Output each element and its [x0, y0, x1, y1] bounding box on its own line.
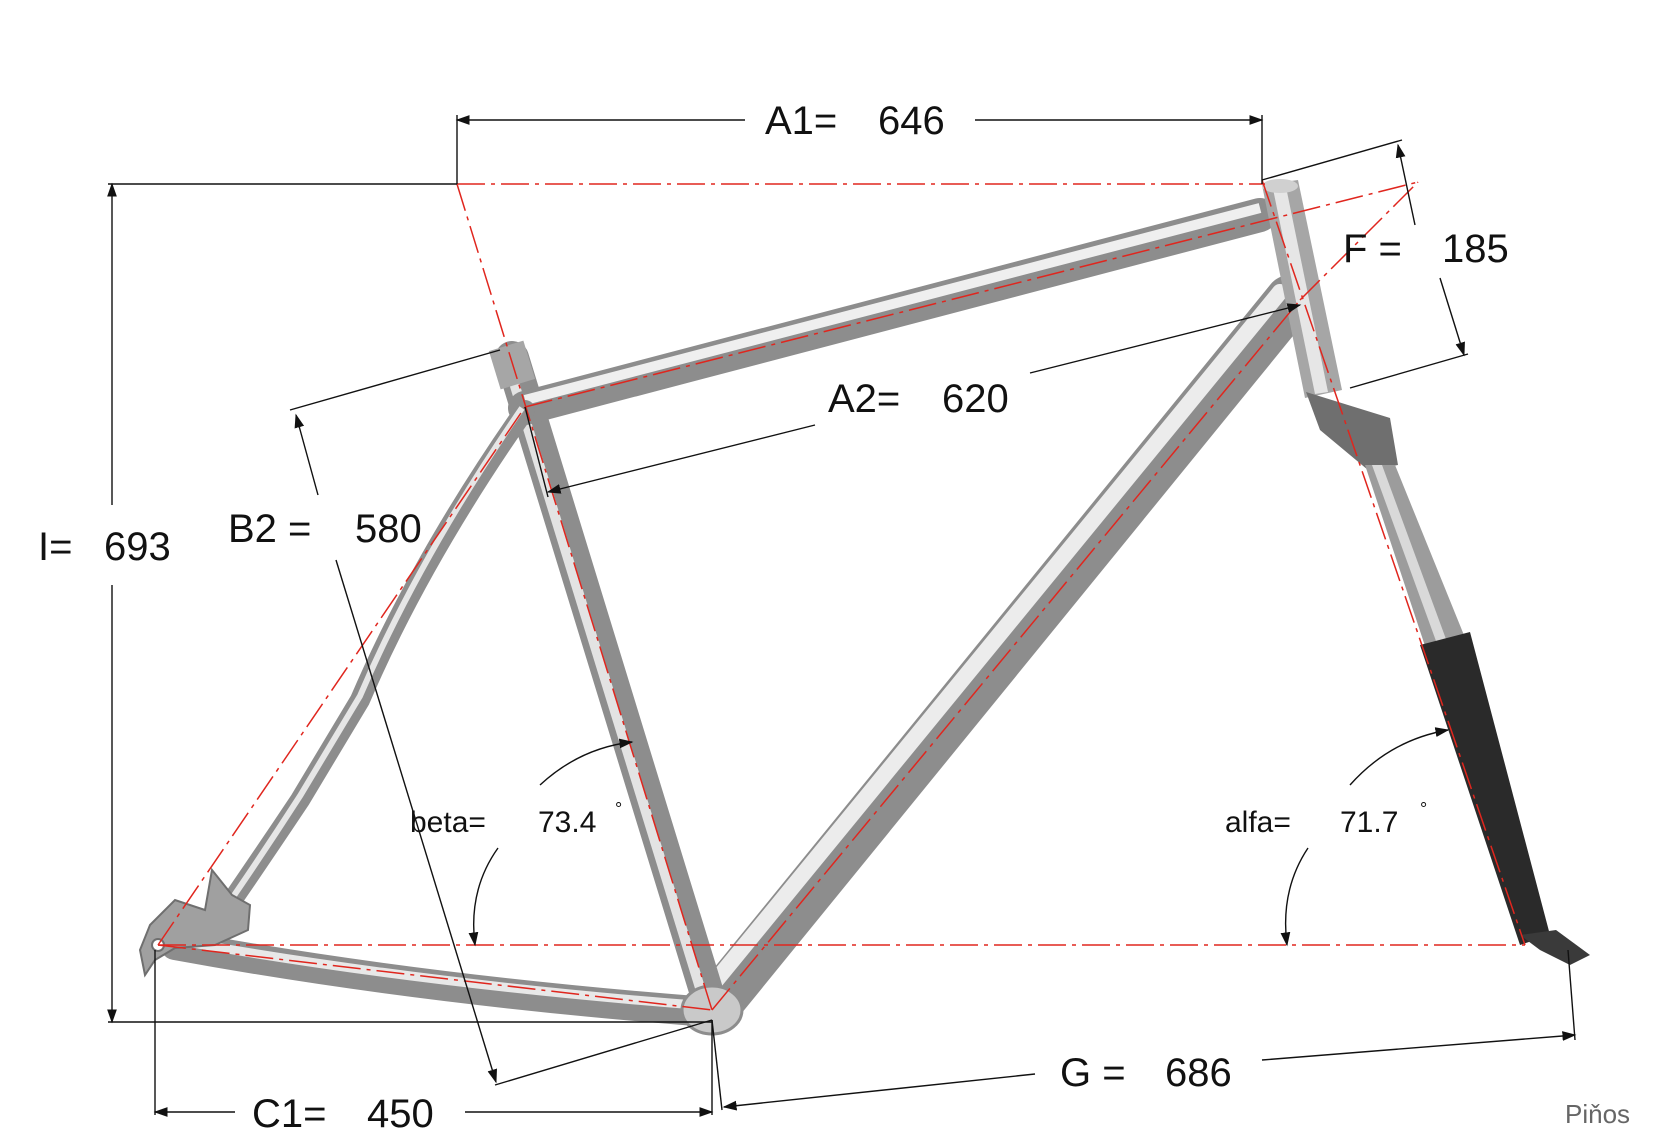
b2-ext-top: [289, 349, 501, 411]
top-tube-axis: [524, 181, 1419, 408]
down-tube-axis: [711, 299, 1301, 1011]
centerlines: [157, 179, 1526, 1011]
a2-ext-left: [524, 406, 549, 498]
top-tube-highlight: [523, 203, 1262, 405]
g-label: G =: [1060, 1051, 1126, 1095]
c1-value: 450: [367, 1092, 434, 1136]
alfa-label: alfa=: [1225, 806, 1291, 839]
g-value: 686: [1165, 1051, 1232, 1095]
i-label: I=: [38, 525, 72, 569]
seatstay-axis: [157, 406, 526, 946]
seat-tube-highlight: [502, 358, 710, 1006]
top-tube: [508, 198, 1277, 425]
chainstay-axis: [157, 944, 713, 1011]
b2-dim-bottom: [335, 559, 497, 1084]
f-ext-top: [1261, 139, 1403, 181]
a1-value: 646: [878, 99, 945, 143]
f-value: 185: [1442, 227, 1509, 271]
b2-value: 580: [355, 507, 422, 551]
fork-upper: [1365, 465, 1470, 655]
i-value: 693: [104, 525, 171, 569]
beta-value: 73.4: [538, 806, 596, 839]
dimension-lines: [107, 115, 1577, 1117]
steering-axis: [1261, 179, 1526, 946]
f-dim-bottom: [1439, 277, 1465, 357]
beta-label: beta=: [410, 806, 486, 839]
g-ext-left: [711, 1019, 723, 1111]
f-dim-top: [1395, 143, 1416, 226]
g-dim-left: [722, 1073, 1036, 1111]
head-tube-top: [1262, 179, 1298, 193]
seatstay-highlight: [221, 406, 525, 912]
rear-dropout: [138, 867, 252, 978]
chainstay: [160, 930, 723, 1027]
chainstay-highlight: [174, 935, 709, 1011]
down-tube: [687, 275, 1315, 1035]
c1-label: C1=: [252, 1092, 327, 1136]
head-tube-highlight: [1272, 182, 1328, 394]
fork-crown: [1306, 392, 1398, 470]
fork-dropout: [1520, 930, 1590, 965]
a2-dim-left: [546, 424, 816, 494]
frame-tubes: [138, 179, 1590, 1036]
b2-label: B2 =: [228, 507, 311, 551]
dimension-labels: A1= 646 A2= 620 F = 185 B2 = 580 I= 693 …: [38, 99, 1630, 1136]
brand-label: Piňos: [1565, 1099, 1630, 1129]
fork-blade: [1420, 632, 1550, 945]
beta-arc-lower: [468, 847, 499, 947]
alfa-arc-upper: [1349, 727, 1450, 786]
fork-upper-highlight: [1372, 465, 1450, 652]
a2-value: 620: [942, 377, 1009, 421]
fork-offset-line: [1299, 181, 1419, 301]
f-label: F =: [1343, 227, 1402, 271]
b2-ext-bottom: [494, 1019, 713, 1086]
alfa-value: 71.7: [1340, 806, 1398, 839]
a2-dim-right: [1029, 303, 1302, 374]
beta-unit: °: [615, 799, 622, 819]
alfa-unit: °: [1420, 799, 1427, 819]
a2-label: A2=: [828, 377, 900, 421]
g-ext-right: [1567, 949, 1576, 1041]
down-tube-highlight: [692, 284, 1288, 1008]
a1-label: A1=: [765, 99, 837, 143]
seat-collar: [488, 340, 536, 390]
b2-dim-top: [294, 413, 319, 496]
g-dim-right: [1261, 1031, 1577, 1061]
beta-arc-upper: [539, 738, 634, 786]
f-ext-bottom: [1349, 353, 1469, 389]
seat-axis-line: [456, 183, 713, 1011]
alfa-arc-lower: [1280, 847, 1309, 947]
